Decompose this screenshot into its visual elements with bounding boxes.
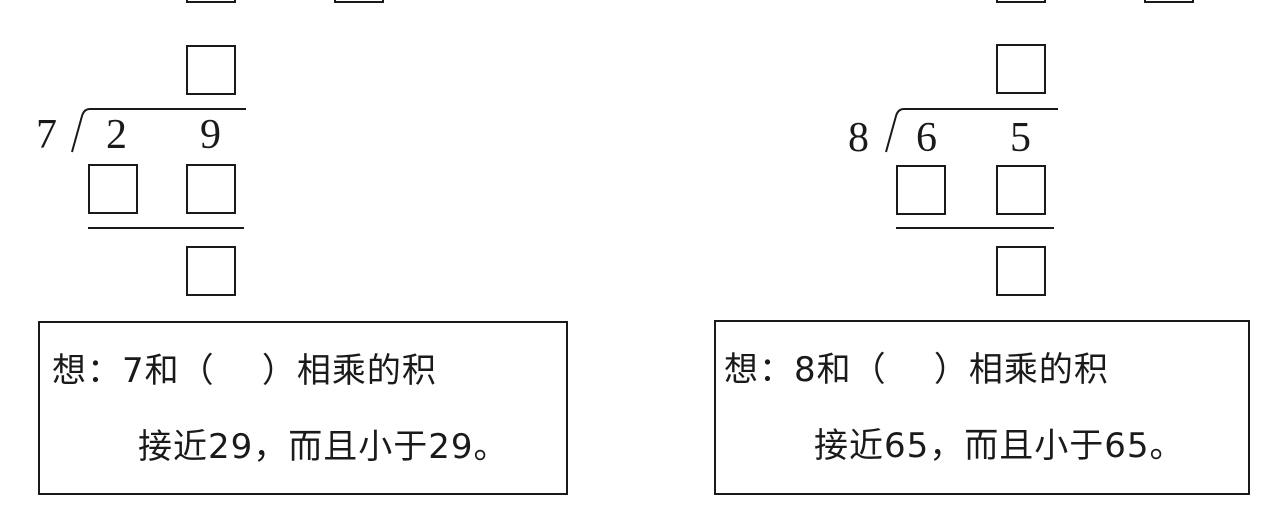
division-problem-right: 8 6 5 想：8和（ ）相乘的积 接近65，而且小于65。 [710,0,1270,513]
product-ones-box[interactable] [996,165,1046,215]
top-partial-box-left[interactable] [996,0,1046,3]
division-bracket [885,108,1058,153]
hint-box: 想：8和（ ）相乘的积 接近65，而且小于65。 [714,320,1250,495]
divisor: 8 [848,115,869,161]
hint-line-1: 想：7和（ ）相乘的积 [52,351,437,391]
product-tens-box[interactable] [88,164,138,214]
division-problem-left: 7 2 9 想：7和（ ）相乘的积 接近29，而且小于29。 [0,0,568,513]
product-ones-box[interactable] [186,164,236,214]
hint-line-1: 想：8和（ ）相乘的积 [724,350,1109,390]
dividend-tens-digit: 2 [106,112,127,158]
divisor: 7 [36,112,57,158]
subtraction-line [88,227,244,229]
top-partial-box-left[interactable] [186,0,236,3]
division-bracket [71,108,246,153]
dividend-ones-digit: 9 [200,112,221,158]
product-tens-box[interactable] [896,165,946,215]
hint-line-2: 接近65，而且小于65。 [814,426,1185,466]
top-partial-box-right[interactable] [1144,0,1194,3]
hint-box: 想：7和（ ）相乘的积 接近29，而且小于29。 [38,321,568,495]
dividend-tens-digit: 6 [916,115,937,161]
quotient-answer-box[interactable] [996,44,1046,94]
subtraction-line [896,227,1054,229]
hint-line-2: 接近29，而且小于29。 [138,427,509,467]
remainder-box[interactable] [996,246,1046,296]
remainder-box[interactable] [186,246,236,296]
dividend-ones-digit: 5 [1010,115,1031,161]
top-partial-box-right[interactable] [334,0,384,3]
quotient-answer-box[interactable] [186,45,236,95]
